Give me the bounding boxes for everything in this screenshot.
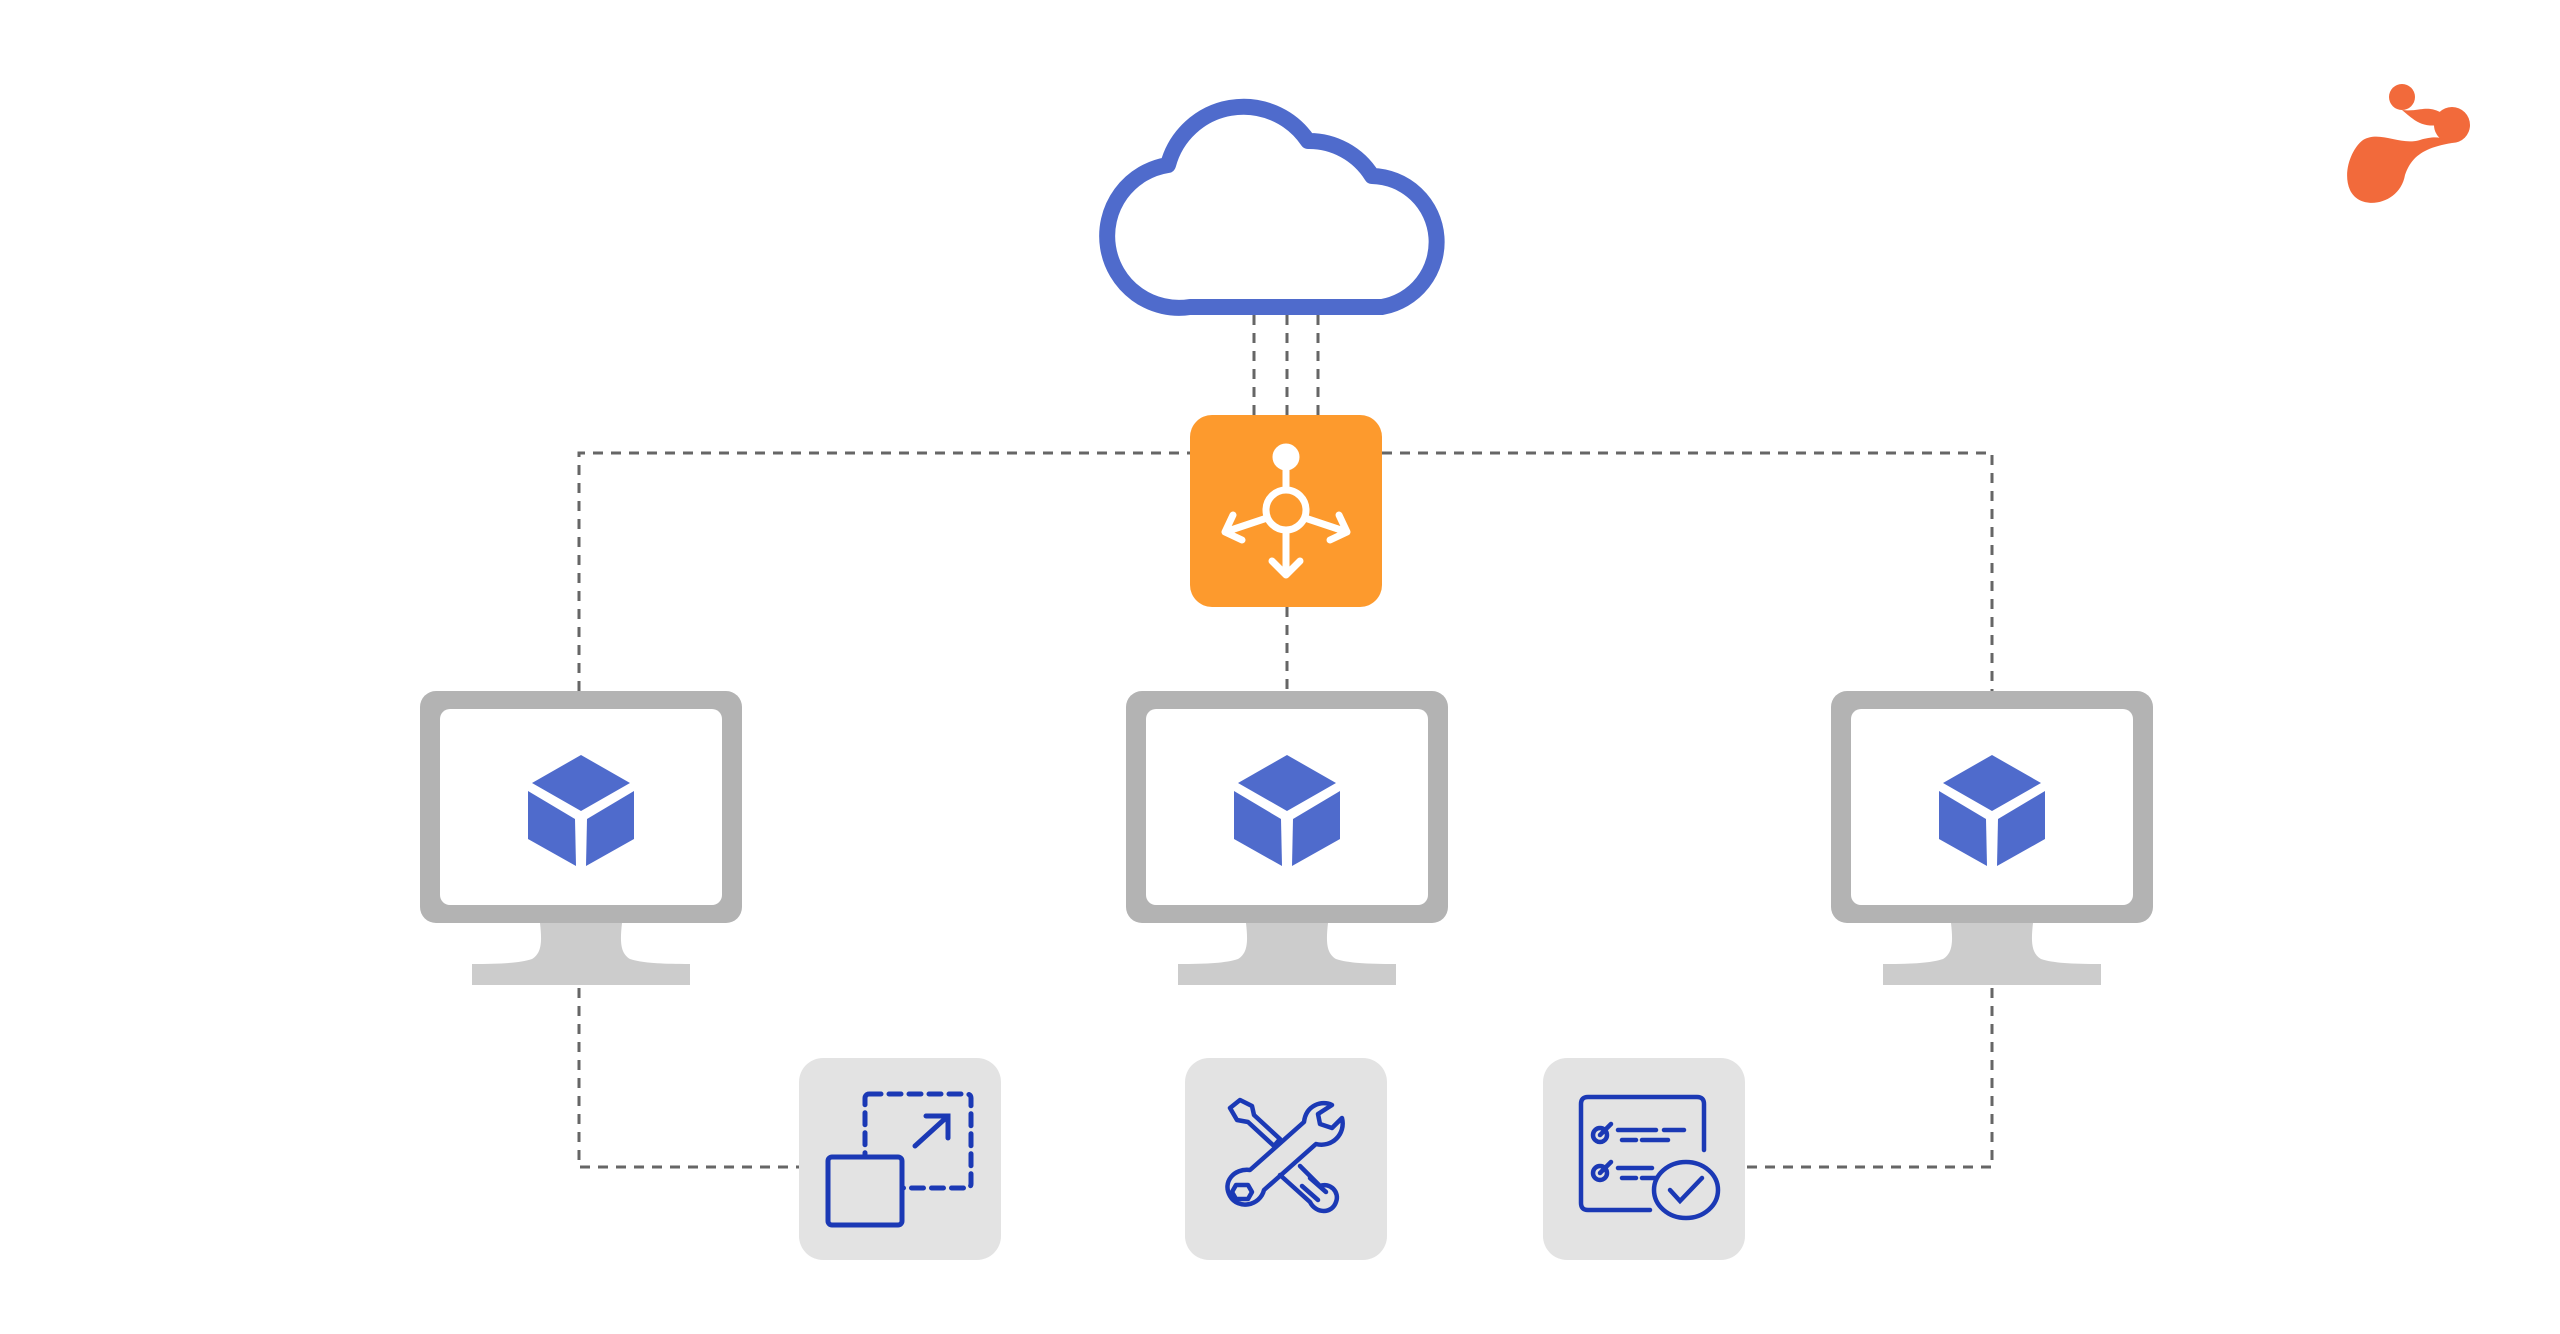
cloud-hub-links [1252,315,1320,415]
checklist-approval-icon [1543,1058,1745,1260]
left-tile-link [577,988,799,1169]
connectors [577,315,1994,1169]
cloud-icon [1099,98,1445,316]
tools-icon [1185,1058,1387,1260]
brand-logo [2347,84,2470,203]
monitor-left [420,691,742,985]
monitor-center [1126,691,1448,985]
right-tile-link [1744,988,1994,1169]
hub-side-links [577,451,1994,691]
scale-resize-icon [799,1058,1001,1260]
distribution-hub-icon [1190,415,1382,607]
monitor-right [1831,691,2153,985]
